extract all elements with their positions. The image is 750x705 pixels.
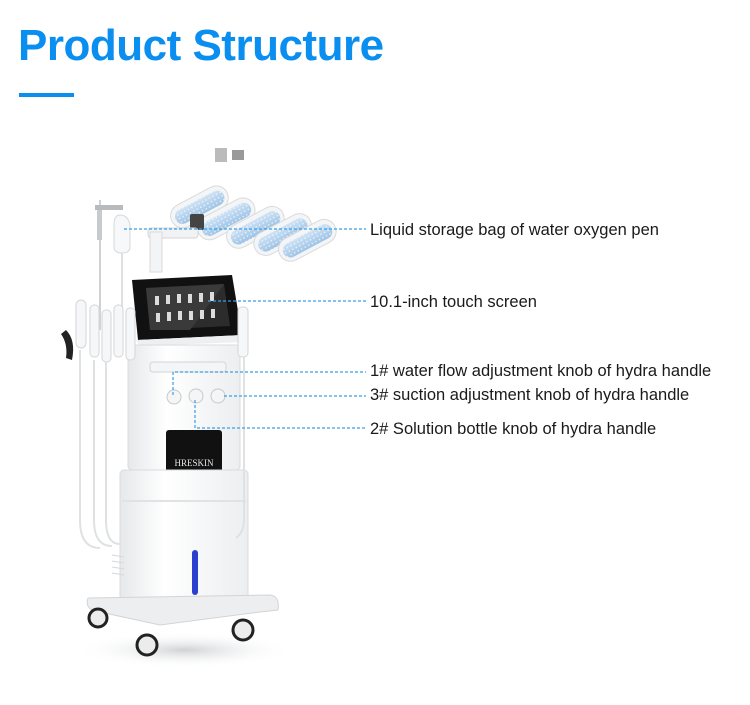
wheel-left [87,607,109,629]
base [86,594,279,626]
hoses-left [79,350,121,549]
leader-lines [124,228,366,429]
callout-knob-3-suction: 3# suction adjustment knob of hydra hand… [370,386,690,404]
level-indicator [192,550,198,595]
led-panel-group [170,148,337,262]
hydra-handle-right [235,306,249,539]
hydra-handles-left [75,299,136,363]
knob-2-shape [188,388,204,404]
leader-knob-1 [172,371,366,395]
drawer-line [122,500,246,502]
touch-screen-illustration [132,275,244,346]
leader-knob-2 [194,400,366,429]
liquid-storage-bag [95,200,131,335]
wheel-front [135,633,159,657]
page-title: Product Structure [18,21,384,70]
wheel-right [231,618,255,642]
knob-1-shape [166,389,182,405]
callout-touch-screen: 10.1-inch touch screen [370,293,537,311]
black-handpiece [61,330,74,360]
callout-knob-2-solution-bottle: 2# Solution bottle knob of hydra handle [370,420,657,438]
title-underline [19,93,74,97]
floor-shadow [75,632,295,668]
support-pole [149,231,163,273]
cabinet-lower [119,469,249,601]
callout-knob-1-water-flow: 1# water flow adjustment knob of hydra h… [370,362,712,380]
brand-text: HRESKIN [174,458,214,468]
knob-3-shape [210,388,226,404]
handle-bar [149,361,227,373]
callout-liquid-storage-bag: Liquid storage bag of water oxygen pen [370,221,659,239]
